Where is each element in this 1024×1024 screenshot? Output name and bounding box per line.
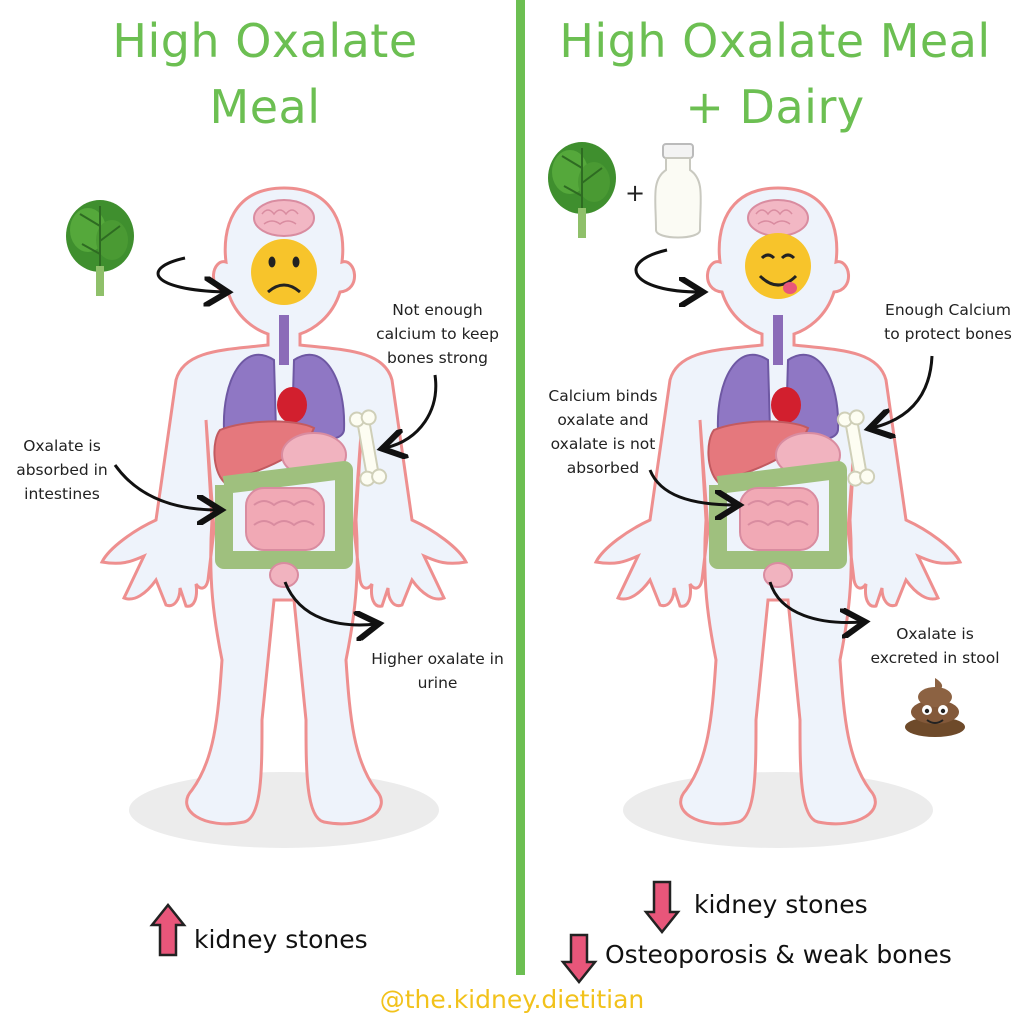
- author-handle: @the.kidney.dietitian: [379, 985, 645, 1014]
- right-label-binds-line: oxalate and: [557, 411, 649, 429]
- right-title-line2: + Dairy: [685, 80, 865, 134]
- right-down-arrow-2-icon: [560, 933, 598, 985]
- left-label-urine-line: urine: [417, 674, 458, 692]
- right-arrow-bones: [872, 355, 934, 428]
- right-down-arrow-1-icon: [643, 880, 681, 935]
- left-spinach-icon: [65, 199, 135, 297]
- right-label-bones-line: Enough Calcium: [885, 301, 1011, 319]
- right-outcome-osteoporosis: Osteoporosis & weak bones: [605, 940, 952, 969]
- left-title-line1: High Oxalate: [112, 14, 418, 68]
- left-title-line2: Meal: [209, 80, 321, 134]
- left-label-absorbed: Oxalate is absorbed in intestines: [2, 434, 122, 506]
- worried-face-icon: [251, 239, 317, 305]
- right-outcome-kidney-stones: kidney stones: [694, 890, 868, 919]
- left-label-bones-line: calcium to keep: [376, 325, 499, 343]
- right-label-binds-line: Calcium binds: [548, 387, 658, 405]
- right-title: High Oxalate Meal + Dairy: [540, 8, 1010, 140]
- right-arrow-intestine: [648, 469, 736, 505]
- yum-face-icon: [745, 233, 811, 299]
- left-up-arrow-icon: [149, 902, 187, 957]
- left-label-bones: Not enough calcium to keep bones strong: [360, 298, 515, 370]
- right-plus-sign: +: [624, 179, 646, 207]
- left-arrow-food: [156, 256, 225, 292]
- left-label-absorbed-line: absorbed in: [16, 461, 108, 479]
- right-arrow-stool: [768, 581, 862, 623]
- right-spinach-icon: [547, 141, 617, 239]
- left-label-urine: Higher oxalate in urine: [355, 647, 520, 695]
- right-label-binds-line: oxalate is not: [550, 435, 656, 453]
- left-label-urine-line: Higher oxalate in: [371, 650, 504, 668]
- left-arrow-bones: [385, 374, 438, 448]
- poop-icon: [905, 678, 965, 737]
- left-arrow-urine: [283, 581, 376, 625]
- left-title: High Oxalate Meal: [60, 8, 470, 140]
- left-label-absorbed-line: intestines: [24, 485, 100, 503]
- panel-divider: [516, 0, 525, 975]
- left-label-bones-line: Not enough: [392, 301, 483, 319]
- right-label-bones-line: to protect bones: [884, 325, 1012, 343]
- milk-bottle-icon: [654, 143, 702, 239]
- left-label-absorbed-line: Oxalate is: [23, 437, 101, 455]
- right-title-line1: High Oxalate Meal: [559, 14, 991, 68]
- left-arrow-intestine: [113, 464, 218, 510]
- right-label-binds-line: absorbed: [566, 459, 640, 477]
- right-label-bones: Enough Calcium to protect bones: [868, 298, 1024, 346]
- right-label-stool: Oxalate is excreted in stool: [855, 622, 1015, 670]
- right-label-stool-line: excreted in stool: [870, 649, 1000, 667]
- right-arrow-food: [634, 248, 700, 292]
- right-label-stool-line: Oxalate is: [896, 625, 974, 643]
- right-label-binds: Calcium binds oxalate and oxalate is not…: [533, 384, 673, 480]
- left-outcome-kidney-stones: kidney stones: [194, 925, 368, 954]
- left-label-bones-line: bones strong: [386, 349, 488, 367]
